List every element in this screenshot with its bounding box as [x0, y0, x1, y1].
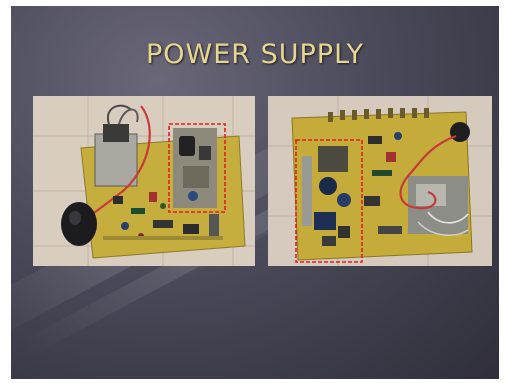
photo-board-back-image — [268, 96, 492, 266]
photo-board-front — [33, 96, 255, 266]
photo-board-back — [268, 96, 492, 266]
power-supply-highlight-box — [168, 123, 226, 213]
power-supply-highlight-box — [295, 139, 363, 263]
presentation-slide: POWER SUPPLY — [11, 6, 499, 379]
photo-board-front-image — [33, 96, 255, 266]
slide-title: POWER SUPPLY — [145, 39, 365, 70]
